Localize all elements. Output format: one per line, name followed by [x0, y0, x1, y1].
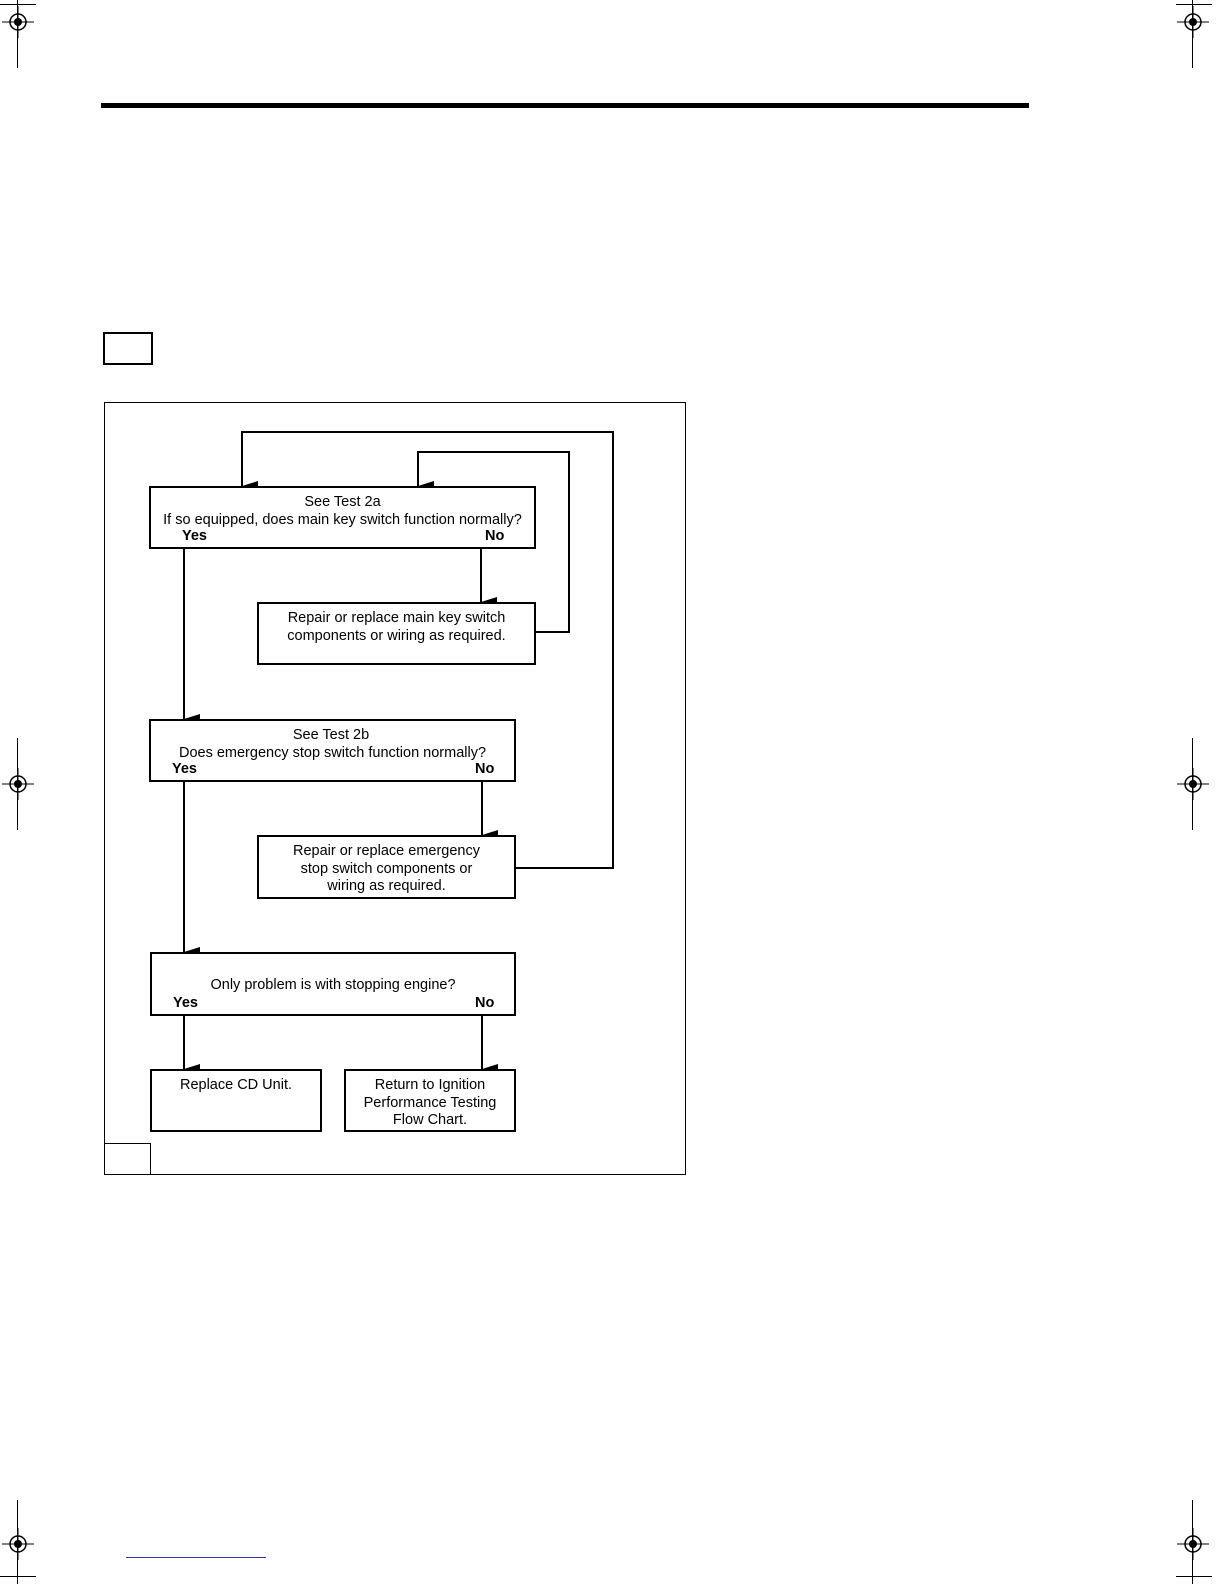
loop-outer: [241, 431, 614, 869]
crop-line-top-left-h: [0, 4, 36, 5]
test-2a-yes: Yes: [182, 527, 207, 544]
registration-mark-bottom-right: [1173, 1524, 1213, 1564]
return-line2: Performance Testing: [363, 1094, 497, 1111]
registration-mark-mid-right: [1173, 764, 1213, 804]
crop-line-top-right: [1192, 0, 1193, 68]
crop-line-top-left: [17, 0, 18, 68]
crop-line-bottom-right-h: [1176, 1576, 1212, 1577]
stopping-question: Only problem is with stopping engine?: [210, 977, 456, 993]
repair-key-line1: Repair or replace main key switch: [287, 610, 506, 626]
replace-cd-box: Replace CD Unit.: [150, 1069, 322, 1132]
repair-stop-line3: wiring as required.: [327, 878, 446, 894]
repair-key-switch-box: Repair or replace main key switch compon…: [257, 602, 536, 665]
test-2b-title: See Test 2b: [292, 727, 370, 743]
test-2b-box: See Test 2b Does emergency stop switch f…: [149, 719, 516, 782]
test-2a-title: See Test 2a: [304, 494, 381, 510]
repair-stop-line2: stop switch components or: [300, 860, 473, 877]
repair-stop-switch-box: Repair or replace emergency stop switch …: [257, 835, 516, 899]
flowchart-frame: [104, 402, 686, 1175]
stopping-engine-box: Only problem is with stopping engine? Ye…: [150, 952, 516, 1016]
crop-line-mid-left: [17, 738, 18, 830]
crop-line-bottom-left-h: [0, 1576, 36, 1577]
test-2a-question: If so equipped, does main key switch fun…: [163, 511, 522, 528]
repair-key-line2: components or wiring as required.: [287, 627, 506, 644]
test-2a-box: See Test 2a If so equipped, does main ke…: [149, 486, 536, 549]
registration-mark-top-right: [1173, 2, 1213, 42]
figure-tab: [104, 1143, 151, 1175]
crop-line-bottom-right: [1192, 1500, 1193, 1584]
repair-stop-line1: Repair or replace emergency: [293, 843, 480, 859]
footer-link-underline: [126, 1557, 266, 1558]
return-line3: Flow Chart.: [392, 1112, 468, 1128]
crop-line-top-right-h: [1176, 4, 1212, 5]
test-2b-no: No: [475, 760, 495, 777]
return-flowchart-box: Return to Ignition Performance Testing F…: [344, 1069, 516, 1132]
test-2b-question: Does emergency stop switch function norm…: [178, 744, 487, 761]
test-2a-no: No: [485, 527, 505, 544]
stopping-no: No: [475, 994, 495, 1011]
registration-mark-top-left: [0, 2, 38, 42]
test-2b-yes: Yes: [172, 760, 197, 777]
crop-line-mid-right: [1192, 738, 1193, 830]
crop-line-bottom-left: [17, 1500, 18, 1584]
section-tab: [103, 332, 153, 365]
replace-cd-line1: Replace CD Unit.: [179, 1077, 292, 1093]
stopping-yes: Yes: [173, 994, 198, 1011]
loop-inner: [417, 451, 570, 633]
return-line1: Return to Ignition: [374, 1077, 486, 1093]
header-rule: [101, 103, 1029, 108]
registration-mark-bottom-left: [0, 1524, 38, 1564]
registration-mark-mid-left: [0, 764, 38, 804]
